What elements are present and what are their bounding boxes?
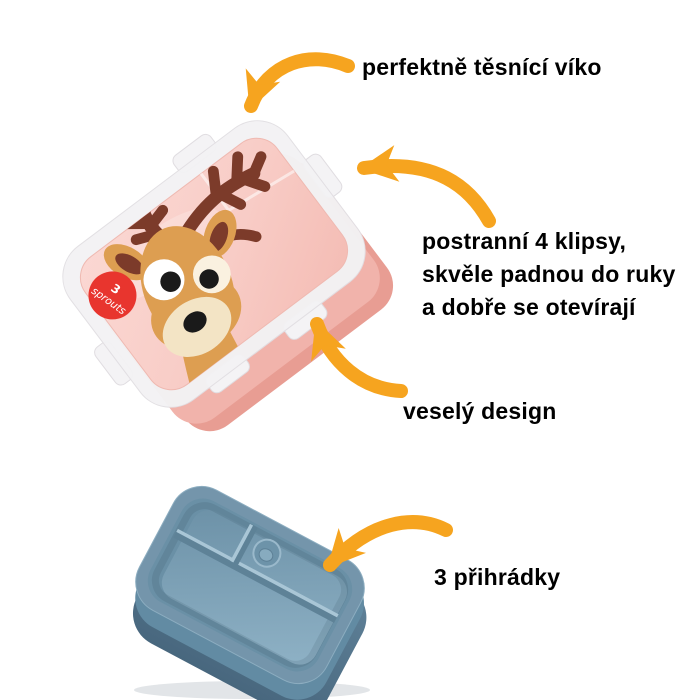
label-clips-line-1: postranní 4 klipsy,: [422, 228, 627, 254]
blue-base: [132, 485, 367, 700]
label-design: veselý design: [403, 398, 557, 424]
label-sealing-lid: perfektně těsnící víko: [362, 54, 602, 80]
divider-long-side: [173, 530, 338, 623]
divider-short-top: [230, 523, 254, 563]
arrow-to-lid: [244, 52, 355, 113]
callout-arrows: [244, 52, 496, 572]
divider-short-side: [230, 524, 258, 566]
deer-ear-left: [103, 244, 150, 281]
deer-nose: [183, 311, 207, 333]
label-clips: postranní 4 klipsy, skvěle padnou do ruk…: [422, 225, 675, 324]
divider-long-top: [176, 528, 339, 618]
deer-pupil-right: [199, 269, 219, 289]
brand-badge-circle: [88, 271, 137, 320]
deer-pupil-left: [160, 271, 181, 292]
arrow-to-design: [310, 317, 408, 398]
arrow-to-compartments: [323, 515, 453, 572]
base-inner-shade: [151, 502, 349, 668]
label-clips-line-3: a dobře se otevírají: [422, 294, 636, 320]
compartment-dividers: [173, 523, 339, 623]
arrow-to-clips: [357, 145, 496, 228]
floor-indent: [252, 538, 282, 568]
brand-badge: 3 sprouts: [88, 271, 137, 320]
label-compartments: 3 přihrádky: [434, 564, 561, 590]
label-clips-line-2: skvěle padnou do ruky: [422, 261, 676, 287]
pink-lunchbox: 3 sprouts: [62, 120, 394, 432]
